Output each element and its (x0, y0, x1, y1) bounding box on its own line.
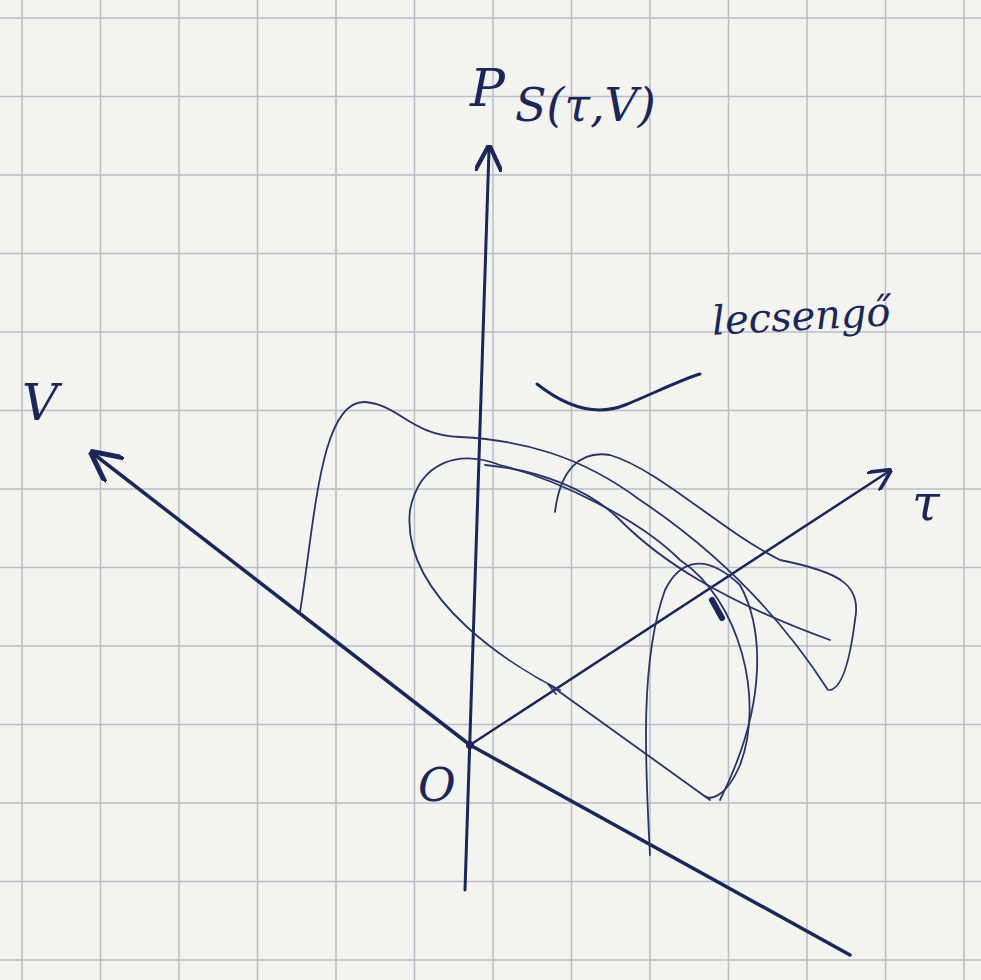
grid-line (0, 567, 981, 569)
grid-line (257, 0, 259, 980)
surface-curves (300, 402, 856, 855)
grid-line (100, 0, 102, 980)
grid-line (0, 724, 981, 726)
grid-line (21, 0, 23, 980)
grid-line (963, 0, 965, 980)
leader-line (537, 374, 700, 410)
tau-axis (470, 472, 888, 745)
axis-label: P (470, 62, 505, 114)
axis-label: V (22, 378, 58, 428)
grid-line (885, 0, 887, 980)
v-axis (95, 455, 850, 955)
grid-line (335, 0, 337, 980)
grid-line (0, 802, 981, 804)
grid-line (0, 881, 981, 883)
grid-line (178, 0, 180, 980)
p-axis (465, 150, 489, 890)
function-label: S(τ,V) (515, 82, 656, 128)
grid-line (0, 959, 981, 961)
grid-line (0, 17, 981, 19)
grid-line (0, 488, 981, 490)
origin-label: O (418, 762, 456, 808)
grid-line (492, 0, 494, 980)
axis-label: τ (912, 478, 940, 528)
grid-line (0, 253, 981, 255)
origin-dot (466, 741, 474, 749)
grid-line (414, 0, 416, 980)
grid-line (728, 0, 730, 980)
annotation: lecsengő (711, 291, 891, 340)
grid-line (0, 410, 981, 412)
grid-line (806, 0, 808, 980)
intersection-mark (712, 600, 722, 618)
grid-line (0, 174, 981, 176)
